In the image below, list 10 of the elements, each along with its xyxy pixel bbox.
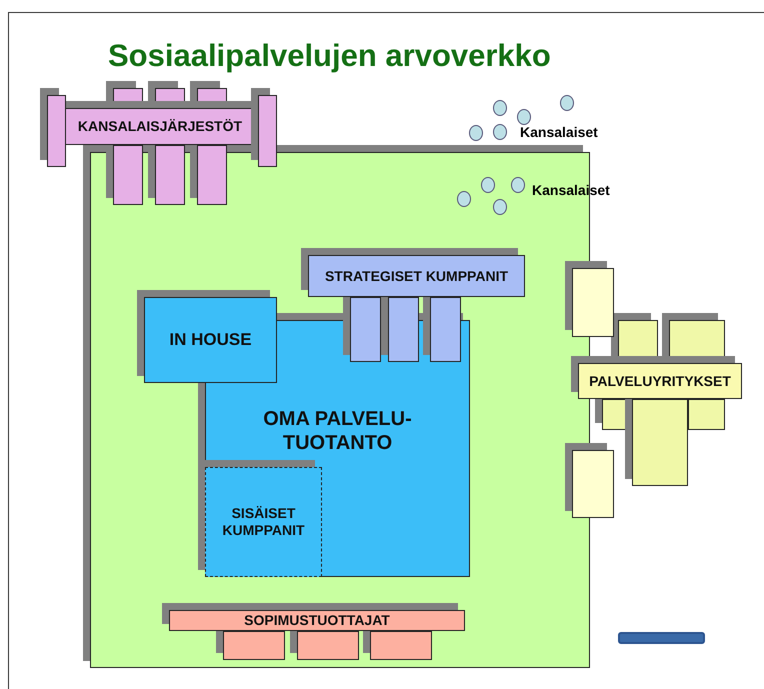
diagram-title: Sosiaalipalvelujen arvoverkko: [108, 38, 551, 74]
box-label: SISÄISET KUMPPANIT: [221, 505, 306, 539]
box-label: SOPIMUSTUOTTAJAT: [243, 612, 391, 629]
tab-block: [688, 399, 725, 430]
box-label: OMA PALVELU- TUOTANTO: [262, 407, 413, 455]
box-label: STRATEGISET KUMPPANIT: [324, 268, 510, 284]
group-label: Kansalaiset: [520, 124, 598, 140]
box-label: IN HOUSE: [168, 330, 253, 350]
box-label: PALVELUYRITYKSET: [588, 372, 732, 390]
box-label: KANSALAISJÄRJESTÖT: [76, 118, 244, 135]
